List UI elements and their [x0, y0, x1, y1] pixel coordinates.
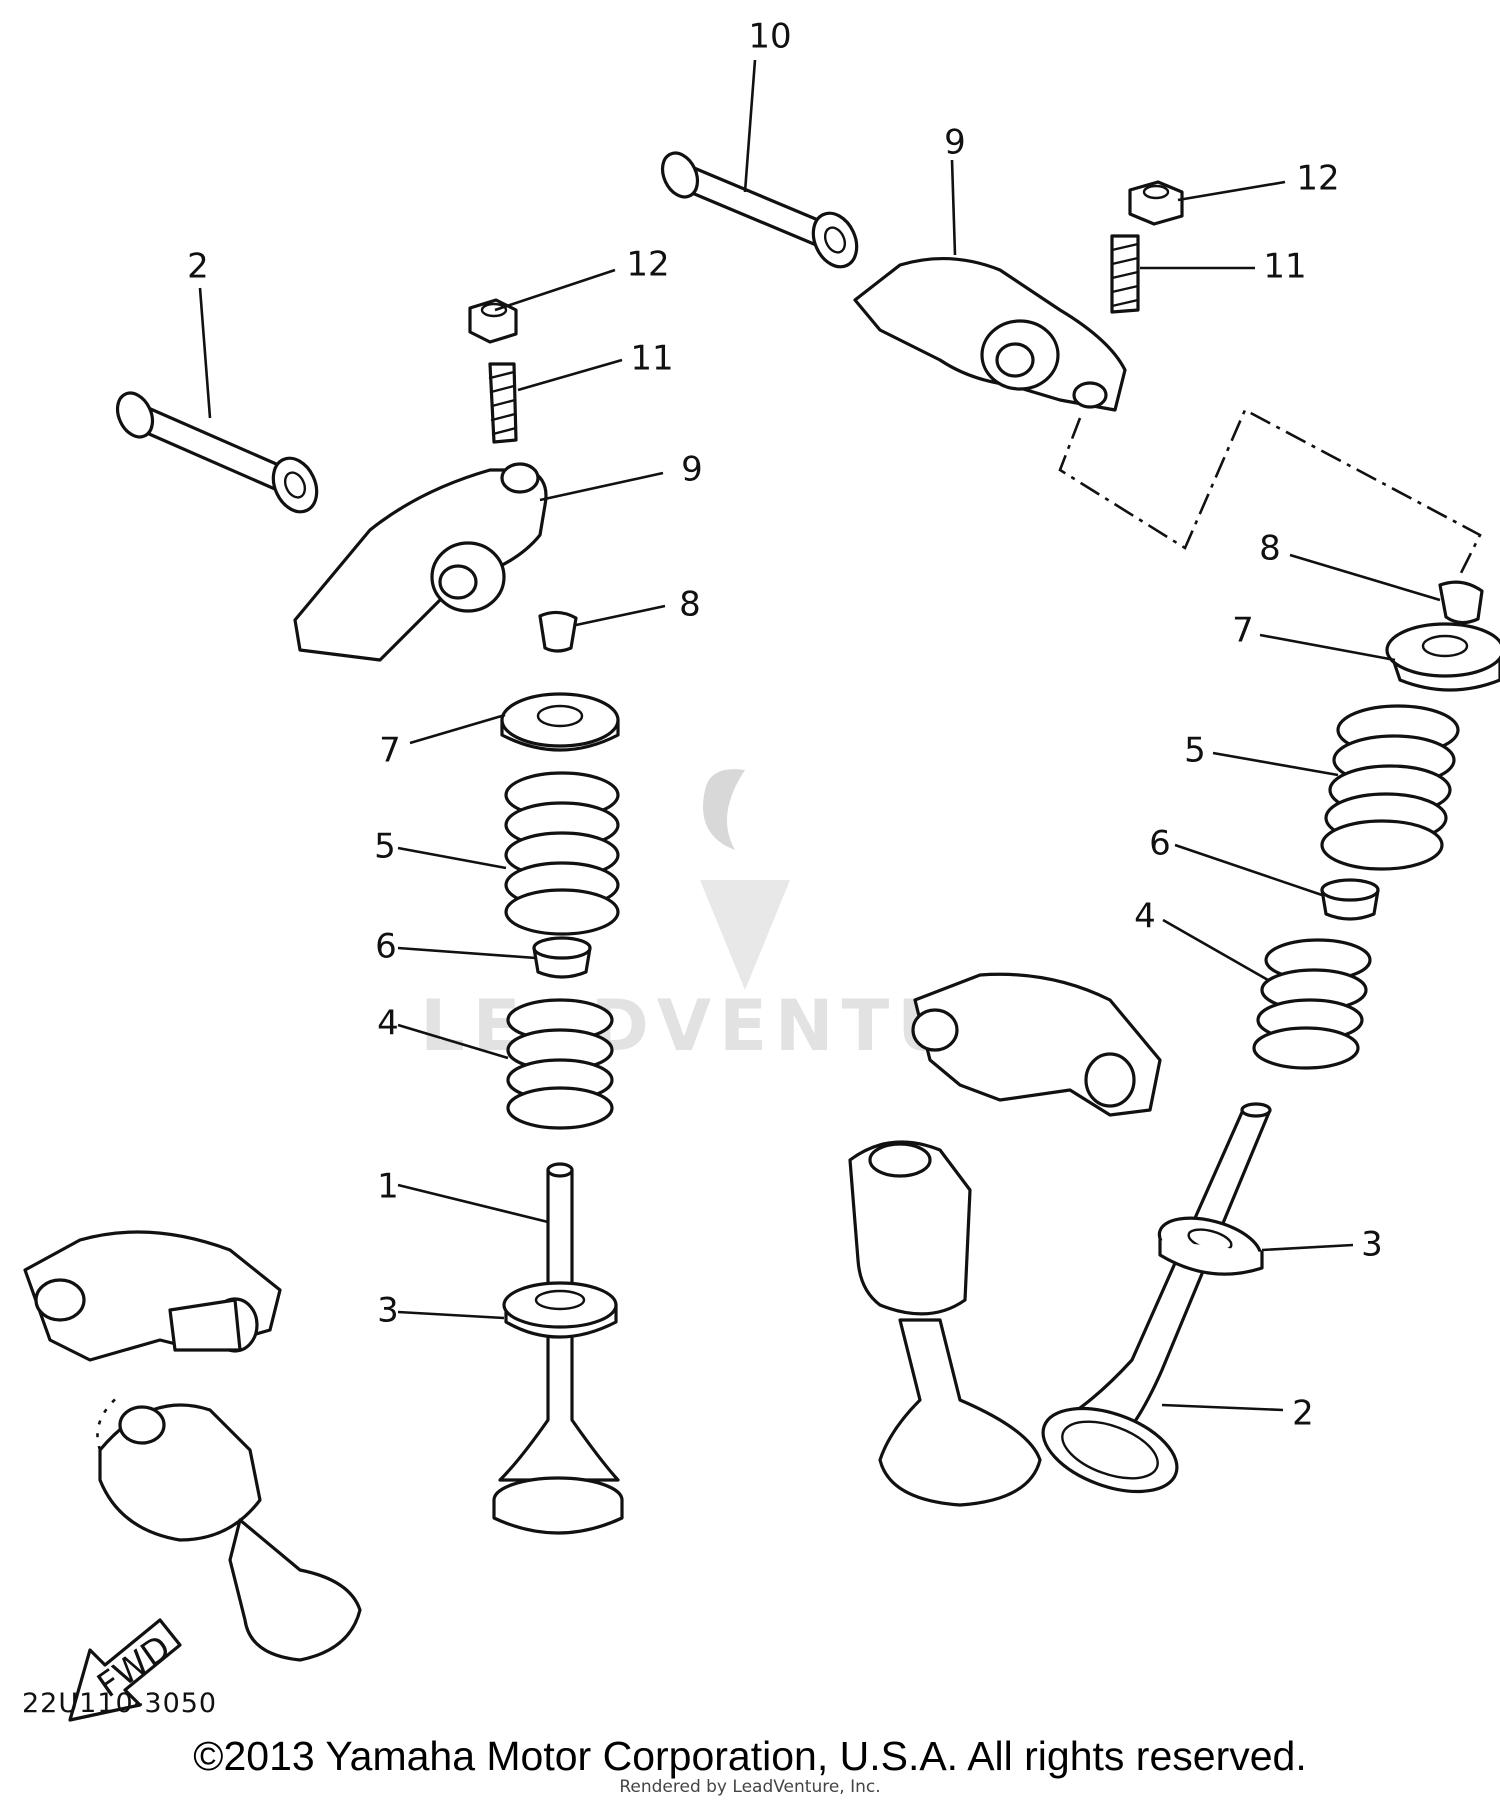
reference-valve-left: [96, 1394, 362, 1662]
callout-9-left: 9: [681, 450, 703, 490]
reference-valve-right: [848, 1140, 1042, 1507]
outer-valve-spring-left: [504, 771, 620, 936]
rocker-shaft-left: [115, 391, 319, 514]
callout-7-right: 7: [1232, 611, 1254, 651]
callout-11-right: 11: [1263, 247, 1306, 287]
callout-4-left: 4: [377, 1004, 399, 1044]
callout-labels: 2 10 12 12 11 11 9 9 8 8 7 7 5 5 6 6 4 4…: [187, 17, 1383, 1434]
callout-3-right: 3: [1361, 1225, 1383, 1265]
callout-2: 2: [1292, 1394, 1314, 1434]
spring-retainer-right: [1385, 622, 1500, 692]
rendered-by-note: Rendered by LeadVenture, Inc.: [619, 1777, 881, 1797]
callout-4-right: 4: [1134, 897, 1156, 937]
rocker-arm-left: [293, 462, 548, 662]
assembly-link-line: [1058, 408, 1482, 576]
callout-11-left: 11: [630, 339, 673, 379]
callout-10-left: 2: [187, 247, 209, 287]
callout-6-left: 6: [375, 927, 397, 967]
callout-10-right: 10: [748, 17, 791, 57]
exhaust-valve-right: [1041, 1102, 1272, 1494]
callout-5-left: 5: [374, 827, 396, 867]
callout-5-right: 5: [1184, 731, 1206, 771]
diagram-code: 22U110-3050: [22, 1688, 218, 1719]
callout-12-left: 12: [626, 245, 669, 285]
callout-12-right: 12: [1296, 159, 1339, 199]
spring-seat-right: [1157, 1216, 1264, 1276]
callout-7-left: 7: [379, 731, 401, 771]
locknut-left: [468, 298, 518, 344]
valve-cotter-right: [1438, 580, 1484, 625]
callout-6-right: 6: [1149, 824, 1171, 864]
locknut-right: [1128, 180, 1184, 226]
outer-valve-spring-right: [1320, 704, 1460, 871]
adjusting-screw-left: [488, 362, 518, 444]
callout-1: 1: [377, 1167, 399, 1207]
callout-8-left: 8: [679, 585, 701, 625]
spring-seat-left: [502, 1281, 618, 1339]
callout-3-left: 3: [377, 1291, 399, 1331]
rocker-shaft-right: [660, 151, 859, 269]
callout-9-right: 9: [944, 123, 966, 163]
valve-cotter-left: [538, 610, 578, 653]
reference-rocker-right: [911, 972, 1162, 1117]
leader-lines: [198, 59, 1441, 1412]
intake-valve-left: [492, 1162, 624, 1535]
inner-valve-spring-left: [506, 998, 614, 1130]
inner-valve-spring-right: [1252, 938, 1372, 1070]
valve-stem-seal-left: [532, 936, 592, 979]
adjusting-screw-right: [1110, 234, 1140, 314]
copyright-notice: ©2013 Yamaha Motor Corporation, U.S.A. A…: [193, 1733, 1307, 1779]
reference-rocker-left: [23, 1230, 282, 1362]
rocker-arm-right: [853, 256, 1127, 412]
valve-stem-seal-right: [1320, 878, 1380, 921]
spring-retainer-left: [500, 692, 620, 752]
callout-8-right: 8: [1259, 529, 1281, 569]
